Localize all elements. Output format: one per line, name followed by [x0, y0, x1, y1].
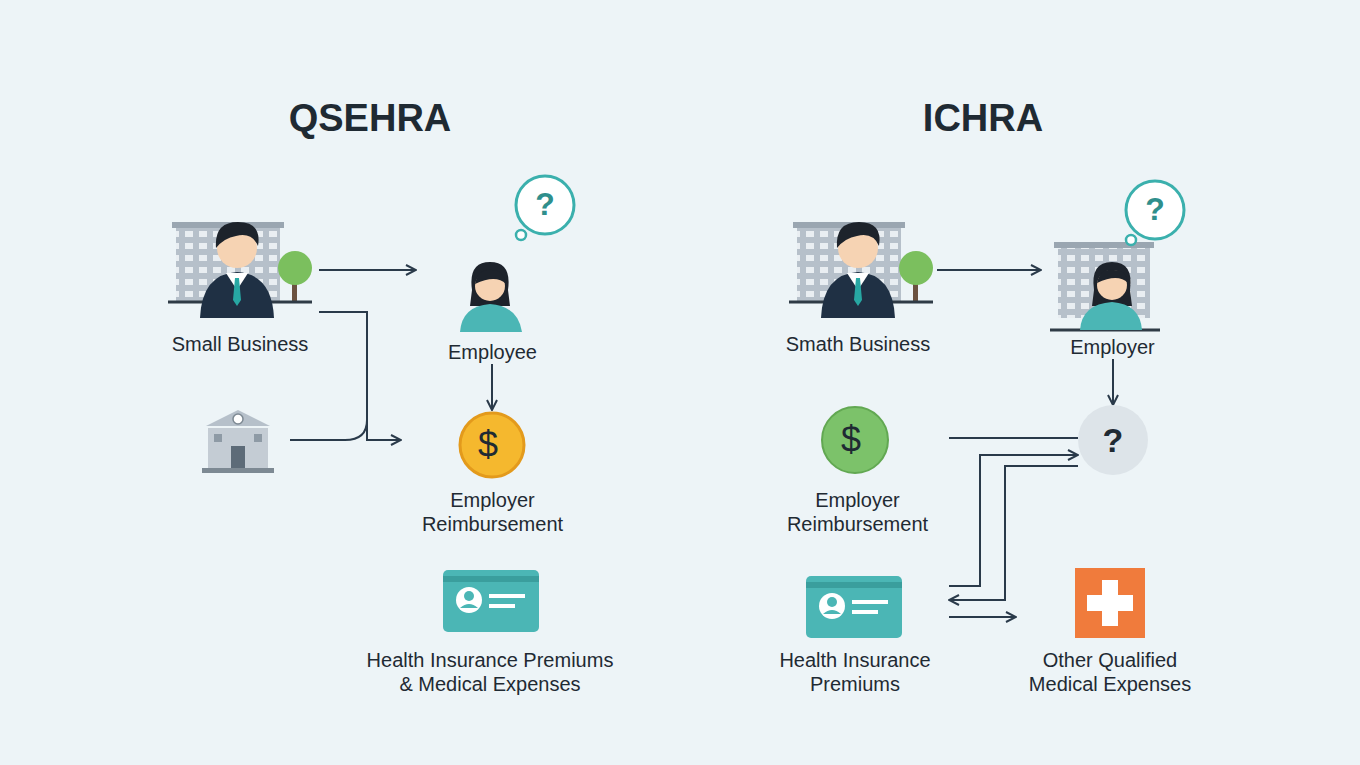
section-title: ICHRA: [923, 97, 1043, 140]
node-caption: Employer Reimbursement: [401, 488, 584, 536]
flow-arrow: [1112, 359, 1114, 405]
speech-bubble: [516, 176, 574, 240]
flow-arrow: [949, 437, 1078, 439]
premium-node: Health Insurance Premiums: [761, 570, 949, 696]
business-figure: [789, 222, 933, 318]
bank-icon: [202, 410, 274, 473]
flow-arrow: [319, 312, 401, 440]
node-caption: Small Business: [161, 332, 319, 356]
node-caption: ?: [1103, 423, 1124, 457]
speech-bubble: [1126, 181, 1184, 245]
flow-arrow: [319, 269, 416, 271]
flow-arrow: [949, 466, 1078, 600]
reimbursement-node: $ Employer Reimbursement: [766, 405, 949, 536]
node-caption: Employee: [416, 340, 569, 364]
business-node: Smath Business: [779, 222, 937, 356]
flow-arrow: [937, 269, 1041, 271]
employer-figure: [1050, 242, 1160, 330]
coin: [822, 407, 888, 473]
employee-node: Employee: [416, 265, 569, 364]
node-caption: Employer Reimbursement: [766, 488, 949, 536]
question-mark: ?: [535, 186, 555, 223]
node-caption: Health Insurance Premiums & Medical Expe…: [358, 648, 623, 696]
reimbursement-node: $ Employer Reimbursement: [401, 410, 584, 536]
question-circle: ?: [1078, 405, 1148, 475]
node-caption: Health Insurance Premiums: [761, 648, 949, 696]
node-caption: Smath Business: [779, 332, 937, 356]
business-node: Small Business: [161, 222, 319, 356]
flow-arrow: [949, 616, 1016, 618]
employee-figure: [460, 262, 522, 332]
medical-cross: [1075, 568, 1145, 638]
currency-symbol: $: [478, 427, 498, 463]
expense-node: Health Insurance Premiums & Medical Expe…: [340, 568, 640, 696]
node-caption: Employer: [1041, 335, 1184, 359]
flow-arrow: [949, 455, 1078, 586]
employer-node: Employer: [1041, 240, 1184, 359]
business-figure: [168, 222, 312, 318]
expense-node: Other Qualified Medical Expenses: [1016, 568, 1204, 696]
node-caption: Other Qualified Medical Expenses: [1016, 648, 1204, 696]
flow-arrow: [491, 364, 493, 410]
card-icon: [443, 570, 539, 632]
coin: [460, 413, 524, 477]
question-mark: ?: [1145, 191, 1165, 228]
section-title: QSEHRA: [289, 97, 452, 140]
merge-line: [290, 420, 367, 440]
card-icon: [806, 576, 902, 638]
currency-symbol: $: [841, 422, 861, 458]
